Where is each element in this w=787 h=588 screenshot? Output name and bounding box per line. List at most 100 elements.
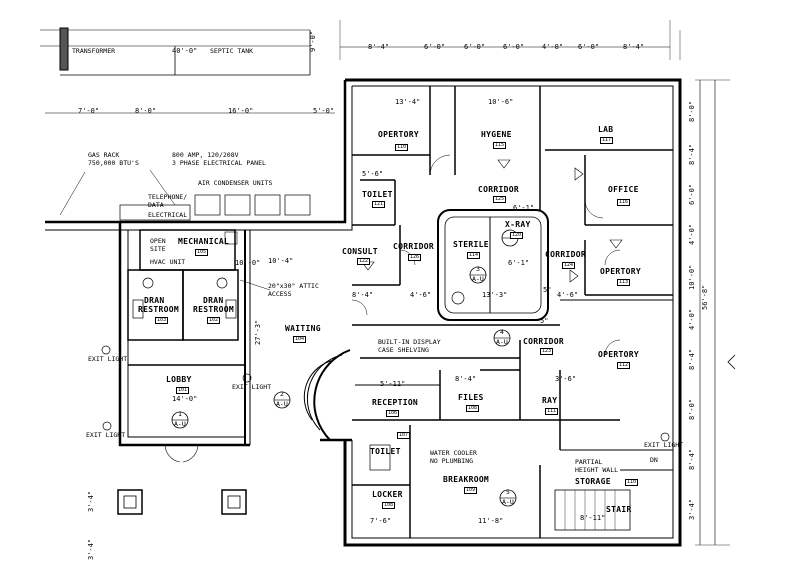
right-dim-10: 3'-4" [688,498,696,520]
display-shelving-label-1: BUILT-IN DISPLAY [378,338,441,346]
section-tag-1: A-U [174,420,186,428]
right-dim-4: 4'-0" [688,223,696,245]
partial-wall-label-1: PARTIAL [575,458,603,466]
section-tag-3: A-U [472,275,484,283]
interior-dim-1: 13'-4" [395,98,421,106]
gas-rack-btu-label: 750,000 BTU'S [88,159,139,167]
septic-tank-label: SEPTIC TANK [210,47,254,55]
room-number-xray: 120 [510,232,524,239]
room-consult: CONSULT [342,247,378,256]
room-corridor-124: CORRIDOR [545,250,586,259]
electrical-label: ELECTRICAL [148,211,188,219]
room-toilet-121: TOILET [362,190,393,199]
section-tag-5: A-U [502,498,514,506]
room-office: OFFICE [608,185,639,194]
room-number-restroom-103: 103 [155,317,169,324]
interior-dim-4: 5'-6" [362,170,384,178]
room-toilet-107: TOILET [370,447,401,456]
room-number-hygene: 115 [493,142,507,149]
room-ray: RAY [542,396,558,405]
room-number-waiting: 104 [293,336,307,343]
top-dim-3: 6'-0" [464,43,486,51]
room-opertory-112: OPERTORY [598,350,639,359]
interior-dim-11: 8'-4" [455,375,477,383]
interior-dim-16: 11'-8" [478,517,504,525]
room-opertory-110: OPERTORY [378,130,419,139]
restroom-103-line1: DRAN [144,296,165,305]
top-dim-2: 6'-0" [424,43,446,51]
air-condenser-label: AIR CONDENSER UNITS [198,179,273,187]
room-number-consult: 122 [357,258,371,265]
interior-dim-21: 3'-4" [87,490,95,512]
site-dim-4: 5'-0" [313,107,335,115]
open-site-sub-label: SITE [150,245,166,253]
top-dim-1: 8'-4" [368,43,390,51]
room-number-corridor-124: 124 [562,262,576,269]
room-locker: LOCKER [372,490,403,499]
section-num-4: 4 [500,328,504,336]
room-number-toilet-107: 107 [397,432,411,439]
right-dim-1: 8'-0" [688,100,696,122]
room-number-opertory-112: 112 [617,362,631,369]
interior-dim-13: 3'-6" [555,375,577,383]
room-breakroom: BREAKROOM [443,475,490,484]
top-dim-7: 8'-4" [623,43,645,51]
partial-wall-label-2: HEIGHT WALL [575,466,619,474]
exit-light-label-4: EXIT LIGHT [644,441,684,449]
section-num-3: 3 [476,265,480,273]
room-number-files: 108 [466,405,480,412]
interior-dim-19: 10'-0" [235,259,261,267]
room-corridor-125: CORRIDOR [478,185,519,194]
right-dim-8: 8'-0" [688,398,696,420]
section-num-2: 2 [280,390,284,398]
interior-dim-22: 3'-4" [87,538,95,560]
interior-dim-17: 8'-11" [580,514,606,522]
site-dim-2: 8'-0" [135,107,157,115]
room-number-storage: 110 [625,479,639,486]
right-dim-7: 8'-4" [688,348,696,370]
interior-dim-3: 6'-1" [513,204,535,212]
data-label: DATA [148,201,164,209]
room-number-lobby: 101 [176,387,190,394]
room-number-mechanical: 105 [195,249,209,256]
room-number-lab: 117 [600,137,614,144]
interior-dim-6: 4'-6" [410,291,432,299]
room-storage: STORAGE [575,477,611,486]
right-dim-5: 10'-0" [688,264,696,290]
room-number-breakroom: 109 [464,487,478,494]
room-corridor-126: CORRIDOR [393,242,434,251]
interior-dim-2: 10'-6" [488,98,514,106]
room-stair: STAIR [606,505,632,514]
section-num-1: 1 [178,410,182,418]
room-number-corridor-126: 126 [408,254,422,261]
attic-access-label-2: ACCESS [268,290,292,298]
restroom-102-line2: RESTROOM [193,305,234,314]
interior-dim-9: 4'-6" [557,291,579,299]
right-overall-dimension: 56'-8" [701,284,709,310]
right-dim-6: 4'-0" [688,308,696,330]
interior-dim-12: 5'-11" [380,380,406,388]
dn-label: DN [650,456,658,464]
room-number-office: 116 [617,199,631,206]
transformer-label: TRANSFORMER [72,47,116,55]
room-number-opertory-113: 113 [617,279,631,286]
top-dim-4: 6'-0" [503,43,525,51]
water-cooler-label-2: NO PLUMBING [430,457,474,465]
electrical-panel-label: 3 PHASE ELECTRICAL PANEL [172,159,266,167]
attic-access-label-1: 20"x30" ATTIC [268,282,319,290]
right-dim-2: 8'-4" [688,143,696,165]
interior-dim-14: 14'-0" [172,395,198,403]
room-number-reception: 106 [386,410,400,417]
exit-light-label-2: EXIT LIGHT [232,383,272,391]
right-dim-9: 8'-4" [688,448,696,470]
electrical-amp-label: 800 AMP, 120/208V [172,151,239,159]
section-tag-2: A-U [276,400,288,408]
display-shelving-label-2: CASE SHELVING [378,346,429,354]
gas-rack-label: GAS RACK [88,151,120,159]
interior-dim-24: 5" [540,317,549,325]
room-number-sterile: 114 [467,252,481,259]
restroom-103-line2: RESTROOM [138,305,179,314]
room-hygene: HYGENE [481,130,512,139]
interior-dim-8: 5" [543,286,552,294]
site-dim-3: 16'-0" [228,107,254,115]
